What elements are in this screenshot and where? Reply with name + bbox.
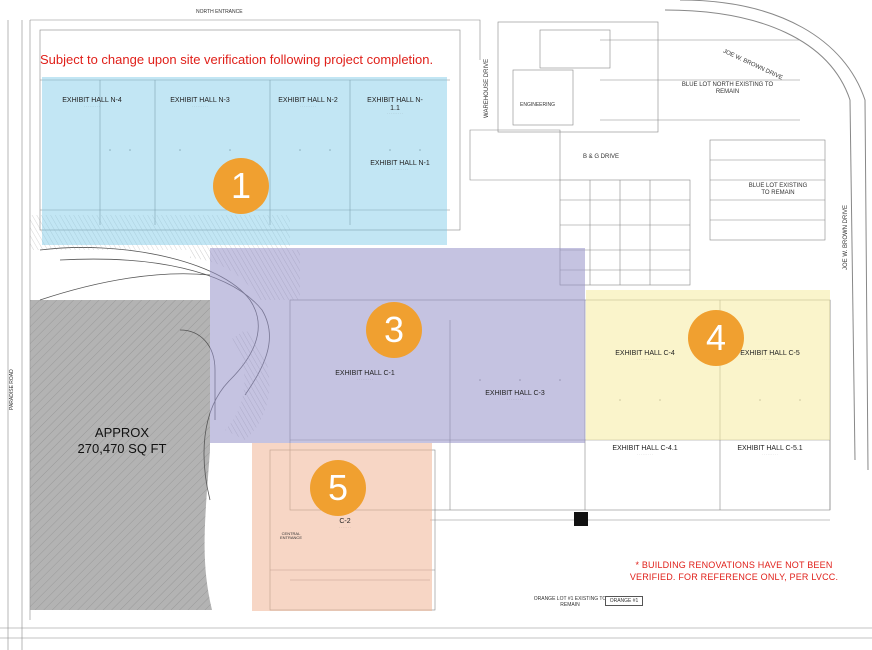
road-label-joe-brown-right: JOE W. BROWN DRIVE [843, 204, 849, 270]
hall-label: EXHIBIT HALL C-4.1· · · · · · · · · [612, 445, 678, 456]
hall-label: EXHIBIT HALL N-2· · · · · · · · · [278, 97, 338, 108]
entrance-block [574, 512, 588, 526]
lot-label-blue-north: BLUE LOT NORTH EXISTING TO REMAIN [681, 82, 774, 95]
hall-label: EXHIBIT HALL C-5· · · · · · · · · [740, 350, 800, 361]
disclaimer-text: Subject to change upon site verification… [40, 52, 434, 67]
hall-label: EXHIBIT HALL C-4· · · · · · · · · [615, 350, 675, 361]
zone-badge-4[interactable]: 4 [688, 310, 744, 366]
road-label-paradise-road: PARADISE ROAD [9, 369, 15, 410]
zone-badge-1[interactable]: 1 [213, 158, 269, 214]
hall-label: EXHIBIT HALL N-3· · · · · · · · · [170, 97, 230, 108]
road-label-bg-drive: B & G DRIVE [583, 154, 620, 160]
hall-label: EXHIBIT HALL N-1· · · · · · · · · [370, 160, 430, 171]
hall-label: EXHIBIT HALL N-4· · · · · · · · · [62, 97, 122, 108]
lot-label-blue: BLUE LOT EXISTING TO REMAIN [748, 183, 808, 196]
hall-label: EXHIBIT HALL C-5.1· · · · · · · · · [737, 445, 803, 456]
hall-label: EXHIBIT HALL N-1.1· · · · · · · · · [367, 97, 423, 116]
renovation-note: * BUILDING RENOVATIONS HAVE NOT BEEN VER… [629, 560, 839, 582]
lot-label-orange: ORANGE LOT #1 EXISTING TO REMAIN [533, 596, 607, 608]
zone-badge-5[interactable]: 5 [310, 460, 366, 516]
orange-lot-tag: ORANGE #1 [605, 596, 643, 606]
zone-badge-3[interactable]: 3 [366, 302, 422, 358]
hall-label: EXHIBIT HALL C-3· · · · · · · · · [485, 390, 545, 401]
engineering-label: ENGINEERING [520, 102, 556, 108]
parking-area-label: APPROX 270,470 SQ FT [77, 425, 167, 457]
north-entrance-label: NORTH ENTRANCE [196, 9, 243, 15]
hall-label: EXHIBIT HALL C-1· · · · · · · · · [335, 370, 395, 381]
central-entrance-label: CENTRAL ENTRANCE [279, 531, 302, 541]
hall-label: C-2· · · · · · · [339, 518, 351, 529]
road-label-warehouse-drive: WAREHOUSE DRIVE [484, 58, 490, 118]
